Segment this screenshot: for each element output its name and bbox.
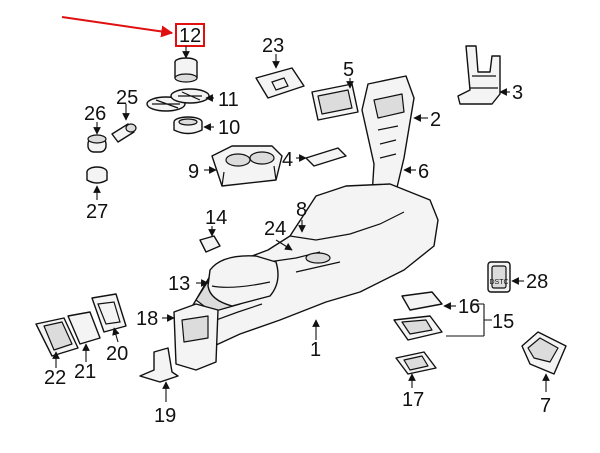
callout-15: 15 (492, 311, 514, 333)
part-25-lighter (111, 123, 137, 143)
callout-27: 27 (86, 201, 108, 223)
part-5-trim-bezel (311, 83, 359, 121)
callout-9: 9 (188, 161, 199, 183)
callout-4: 4 (282, 149, 293, 171)
part-2-console-upper (345, 75, 415, 231)
callout-7: 7 (540, 395, 551, 417)
callout-5: 5 (343, 59, 354, 81)
part-10-cup-ring (173, 116, 203, 135)
part-4-pad (305, 147, 347, 167)
part-7-end-cap (521, 331, 567, 375)
highlight-arrow (61, 16, 174, 38)
part-26-socket (87, 134, 107, 153)
part-27-cap (86, 166, 108, 184)
part-17-tray (395, 351, 437, 375)
callout-8: 8 (296, 199, 307, 221)
part-19-bracket (139, 347, 179, 383)
callout-6: 6 (418, 161, 429, 183)
part-3-bracket (457, 45, 501, 105)
part-21-tray (67, 311, 101, 345)
callout-25: 25 (116, 87, 138, 109)
part-18-rear-bezel (173, 303, 219, 371)
switch-label: DSTC (489, 279, 508, 286)
callout-13: 13 (168, 273, 190, 295)
callout-1: 1 (310, 339, 321, 361)
part-16-pad (401, 291, 443, 311)
callout-22: 22 (44, 367, 66, 389)
callout-18: 18 (136, 308, 158, 330)
callout-11: 11 (218, 89, 239, 111)
callout-14: 14 (205, 207, 227, 229)
callout-19: 19 (154, 405, 176, 427)
part-23-switch-panel (255, 67, 305, 99)
callout-26: 26 (84, 103, 106, 125)
callout-24: 24 (264, 218, 286, 240)
callout-3: 3 (512, 82, 523, 104)
callout-21: 21 (74, 361, 96, 383)
part-20-tray (91, 293, 127, 333)
callout-17: 17 (402, 389, 424, 411)
callout-2: 2 (430, 109, 441, 131)
part-15-tray (393, 315, 443, 341)
callout-16: 16 (458, 296, 480, 318)
callout-20: 20 (106, 343, 128, 365)
callout-23: 23 (262, 35, 284, 57)
part-11-cup-mat (146, 88, 210, 112)
highlight-box (175, 23, 205, 47)
part-12-cup-insert (174, 57, 198, 83)
part-13-armrest (207, 255, 279, 307)
callout-10: 10 (218, 117, 240, 139)
part-9-cupholder-tray (211, 145, 283, 187)
callout-28: 28 (526, 271, 548, 293)
part-28-dstc-switch: DSTC (487, 261, 511, 293)
part-22-storage-tray (35, 317, 79, 357)
part-14-clip (199, 235, 221, 253)
callout-12: 12 (179, 25, 201, 47)
